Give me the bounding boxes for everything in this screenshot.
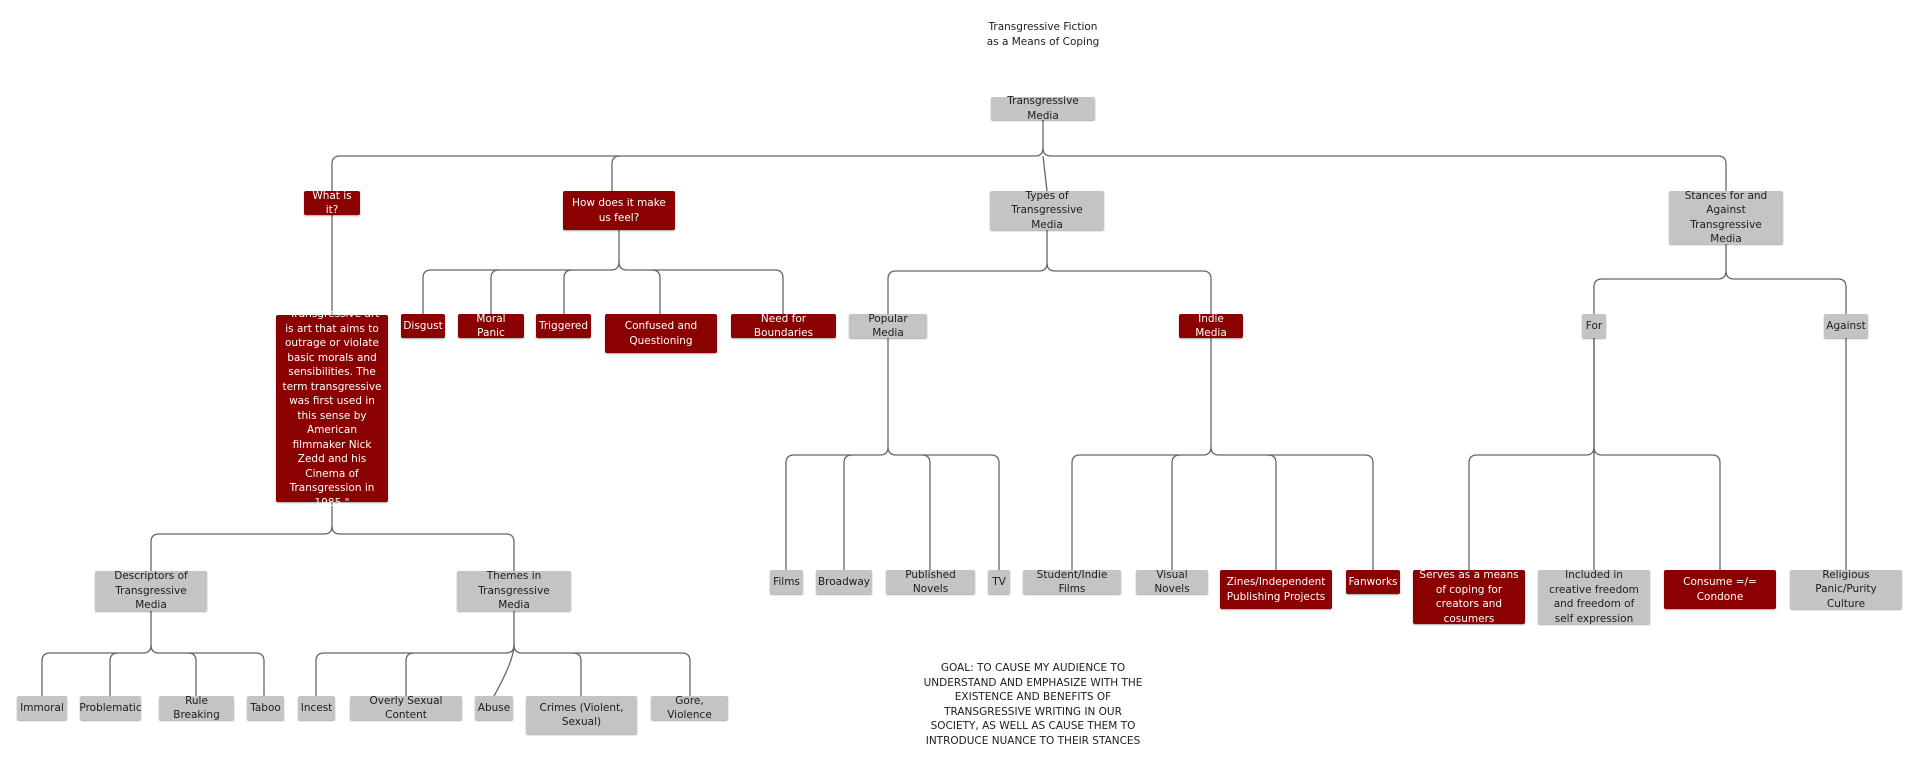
node-against[interactable]: Against: [1824, 314, 1868, 338]
node-visual-novels[interactable]: Visual Novels: [1136, 569, 1208, 595]
node-tv[interactable]: TV: [988, 570, 1010, 594]
node-what-is-it[interactable]: What is it?: [304, 190, 360, 216]
node-transgressive-media[interactable]: Transgressive Media: [991, 95, 1095, 122]
node-student-indie-films[interactable]: Student/Indie Films: [1023, 569, 1121, 595]
node-religious-panic[interactable]: Religious Panic/Purity Culture: [1790, 569, 1902, 610]
node-moral-panic[interactable]: Moral Panic: [458, 313, 524, 339]
diagram-title-line1: Transgressive Fiction: [988, 21, 1098, 33]
node-taboo[interactable]: Taboo: [247, 696, 284, 720]
node-coping[interactable]: Serves as a means of coping for creators…: [1413, 569, 1525, 625]
node-overly-sexual-content[interactable]: Overly Sexual Content: [350, 695, 462, 721]
node-disgust[interactable]: Disgust: [401, 314, 445, 338]
node-how-does-it-make-us-feel[interactable]: How does it make us feel?: [563, 191, 675, 230]
node-problematic[interactable]: Problematic: [79, 696, 142, 720]
diagram-title-line2: as a Means of Coping: [986, 35, 1100, 48]
node-zines[interactable]: Zines/Independent Publishing Projects: [1220, 570, 1332, 609]
node-popular-media[interactable]: Popular Media: [849, 313, 927, 339]
node-types-of-transgressive-media[interactable]: Types of Transgressive Media: [990, 190, 1104, 231]
node-definition[interactable]: "Transgressive art is art that aims to o…: [276, 308, 388, 509]
node-confused-and-questioning[interactable]: Confused and Questioning: [605, 314, 717, 353]
node-films[interactable]: Films: [770, 570, 803, 594]
node-themes[interactable]: Themes in Transgressive Media: [457, 570, 571, 611]
node-for[interactable]: For: [1582, 314, 1606, 338]
node-crimes[interactable]: Crimes (Violent, Sexual): [526, 696, 637, 734]
node-abuse[interactable]: Abuse: [475, 696, 513, 720]
node-gore-violence[interactable]: Gore, Violence: [651, 695, 728, 721]
node-need-for-boundaries[interactable]: Need for Boundaries: [731, 313, 836, 339]
node-rule-breaking[interactable]: Rule Breaking: [159, 695, 234, 721]
node-triggered[interactable]: Triggered: [536, 314, 591, 338]
diagram-title: Transgressive Fiction as a Means of Copi…: [943, 20, 1143, 49]
node-fanworks[interactable]: Fanworks: [1346, 570, 1400, 594]
node-stances[interactable]: Stances for and Against Transgressive Me…: [1669, 190, 1783, 245]
node-published-novels[interactable]: Published Novels: [886, 569, 975, 595]
node-indie-media[interactable]: Indie Media: [1179, 313, 1243, 339]
node-consume-condone[interactable]: Consume =/= Condone: [1664, 570, 1776, 609]
node-broadway[interactable]: Broadway: [816, 570, 872, 594]
goal-text: GOAL: TO CAUSE MY AUDIENCE TO UNDERSTAND…: [923, 662, 1143, 747]
node-creative-freedom[interactable]: Included in creative freedom and freedom…: [1538, 569, 1650, 625]
node-descriptors[interactable]: Descriptors of Transgressive Media: [95, 570, 207, 611]
node-incest[interactable]: Incest: [298, 696, 335, 720]
node-immoral[interactable]: Immoral: [17, 696, 67, 720]
